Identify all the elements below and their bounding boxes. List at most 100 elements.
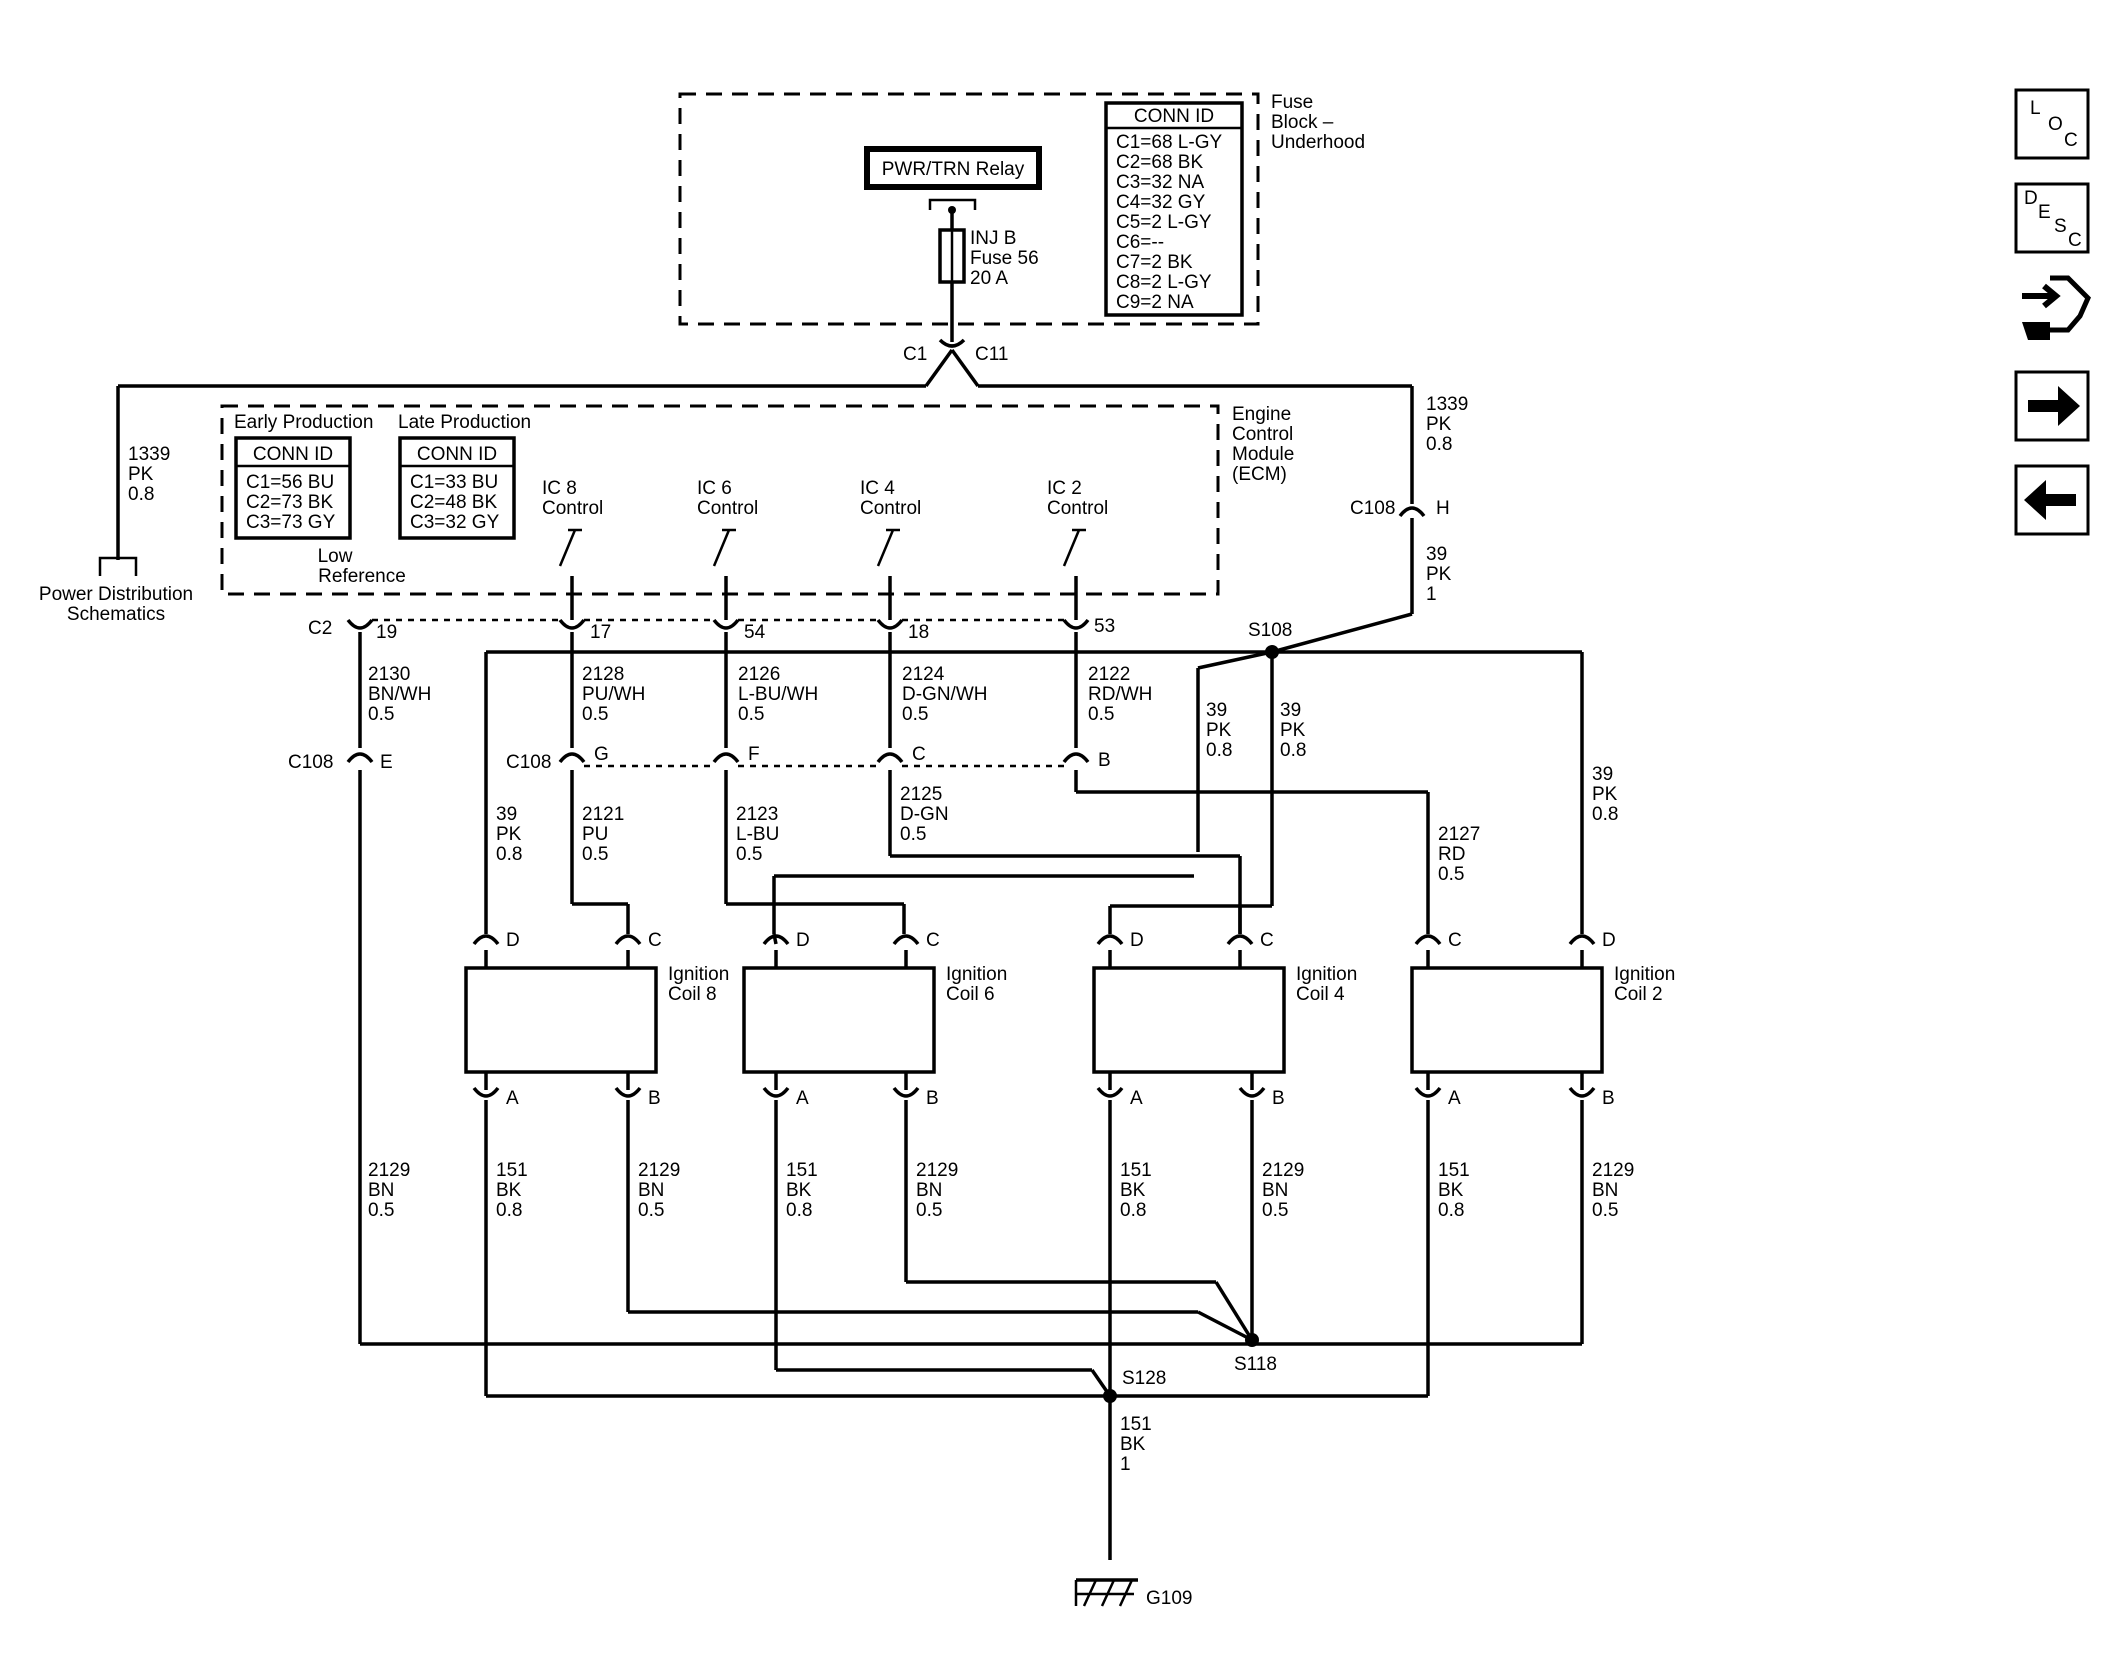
- wire-label: BN: [1592, 1180, 1618, 1201]
- coil4-pin-a: [1096, 1086, 1124, 1098]
- wire-label: 0.5: [368, 1200, 394, 1221]
- loc-letter: C: [2064, 130, 2078, 151]
- wire-label: 2125: [900, 784, 942, 805]
- wire-label: 2129: [638, 1160, 680, 1181]
- pin-label: 53: [1094, 616, 1115, 637]
- power-distribution-ref-icon[interactable]: [98, 556, 138, 576]
- wire-label: 0.5: [902, 704, 928, 725]
- coil2-label-2: Coil 2: [1614, 984, 1663, 1005]
- previous-arrow-icon[interactable]: [2014, 464, 2090, 536]
- wire-label: 2129: [916, 1160, 958, 1181]
- component-icon[interactable]: [2022, 275, 2091, 340]
- wire-label: RD/WH: [1088, 684, 1152, 705]
- wire-label: BK: [1438, 1180, 1464, 1201]
- splice-s108-label: S108: [1248, 620, 1292, 641]
- connector-label: C108: [288, 752, 333, 773]
- ic2-switch-icon: [1062, 528, 1086, 620]
- ic4-control-label: IC 4: [860, 478, 895, 499]
- wire-label: PU: [582, 824, 608, 845]
- ecm-boundary: [220, 404, 1220, 596]
- wire-label: RD: [1438, 844, 1465, 865]
- connector-c108-f-icon: [712, 752, 740, 764]
- fuse-conn-id-row: C1=68 L-GY: [1116, 132, 1222, 153]
- wire-label: PK: [1206, 720, 1232, 741]
- wire-label: 0.5: [638, 1200, 664, 1221]
- connector-c108-g-icon: [558, 752, 586, 764]
- fuse-conn-id-row: C9=2 NA: [1116, 292, 1194, 313]
- pin-label: A: [796, 1088, 809, 1109]
- desc-button[interactable]: D E S C: [2014, 182, 2090, 254]
- wire-label: 0.8: [1592, 804, 1618, 825]
- wire-label: 2127: [1438, 824, 1480, 845]
- pin-label: G: [594, 744, 609, 765]
- wire-label: 0.5: [736, 844, 762, 865]
- wire-label: 0.8: [786, 1200, 812, 1221]
- coil8-label: Ignition: [668, 964, 729, 985]
- coil2-label: Ignition: [1614, 964, 1675, 985]
- wire-label: 1339: [128, 444, 170, 465]
- pin-label: 18: [908, 622, 929, 643]
- low-reference-label: Low: [318, 546, 353, 567]
- pin-label: 54: [744, 622, 766, 643]
- ground-icon: [1074, 1578, 1138, 1607]
- connector-c2-pin-19: [346, 618, 374, 630]
- wire-label: 39: [1426, 544, 1447, 565]
- wire-label: 0.5: [900, 824, 926, 845]
- pin-label: A: [1130, 1088, 1143, 1109]
- late-conn-id-table: [398, 436, 516, 540]
- wire-label: 0.5: [582, 704, 608, 725]
- ic2-control-label-2: Control: [1047, 498, 1108, 519]
- ecm-title-2: Control: [1232, 424, 1293, 445]
- wire-label: 0.5: [738, 704, 764, 725]
- splice-s118: [1245, 1333, 1259, 1347]
- coil8-label-2: Coil 8: [668, 984, 717, 1005]
- wire-label: PK: [1426, 414, 1452, 435]
- wire-label: 0.5: [1088, 704, 1114, 725]
- relay-box: [864, 146, 1042, 190]
- connector-c2-label: C2: [308, 618, 332, 639]
- wire-label: 0.8: [1120, 1200, 1146, 1221]
- fuse-block-title-2: Block –: [1271, 112, 1334, 133]
- wire-label: 0.5: [582, 844, 608, 865]
- connector-c2-pin-53: [1062, 618, 1090, 630]
- wire-label: PK: [128, 464, 154, 485]
- loc-button[interactable]: L O C: [2014, 88, 2090, 160]
- wire-label: PU/WH: [582, 684, 645, 705]
- wire-label: 0.8: [1206, 740, 1232, 761]
- wire-label: PK: [496, 824, 522, 845]
- wire-label: BN: [368, 1180, 394, 1201]
- splice-s128: [1103, 1389, 1117, 1403]
- fuse-block-boundary: [678, 92, 1260, 326]
- wire-label: 151: [1438, 1160, 1470, 1181]
- connector-c108-e-icon: [346, 752, 374, 764]
- fuse-block-title-3: Underhood: [1271, 132, 1365, 153]
- power-distribution-link[interactable]: Power Distribution: [39, 584, 193, 605]
- wire-label: PK: [1426, 564, 1452, 585]
- ecm-title-4: (ECM): [1232, 464, 1287, 485]
- fuse-label-3: 20 A: [970, 268, 1008, 289]
- desc-letter: D: [2024, 188, 2038, 209]
- connector-label: C108: [506, 752, 551, 773]
- late-conn-id-row: C1=33 BU: [410, 472, 498, 493]
- wire-label: 2129: [1592, 1160, 1634, 1181]
- connector-c108-b-icon: [1062, 752, 1090, 764]
- late-conn-id-row: C2=48 BK: [410, 492, 497, 513]
- fuse-conn-id-table: [1104, 101, 1244, 317]
- wire-label: PK: [1592, 784, 1618, 805]
- low-reference-label-2: Reference: [318, 566, 406, 587]
- wire-label: 151: [1120, 1160, 1152, 1181]
- early-conn-id-row: C3=73 GY: [246, 512, 336, 533]
- wire-label: BN: [916, 1180, 942, 1201]
- next-arrow-icon[interactable]: [2014, 370, 2090, 442]
- wire-label: 2121: [582, 804, 624, 825]
- ic4-switch-icon: [876, 528, 900, 620]
- coil4-pin-c: [1226, 934, 1254, 946]
- wire-label: 39: [1592, 764, 1613, 785]
- pin-label: C: [648, 930, 662, 951]
- wire-label: 2126: [738, 664, 780, 685]
- power-distribution-link-2[interactable]: Schematics: [67, 604, 165, 625]
- fuse-conn-id-row: C6=--: [1116, 232, 1164, 253]
- wire-label: 0.8: [1426, 434, 1452, 455]
- coil4-label: Ignition: [1296, 964, 1357, 985]
